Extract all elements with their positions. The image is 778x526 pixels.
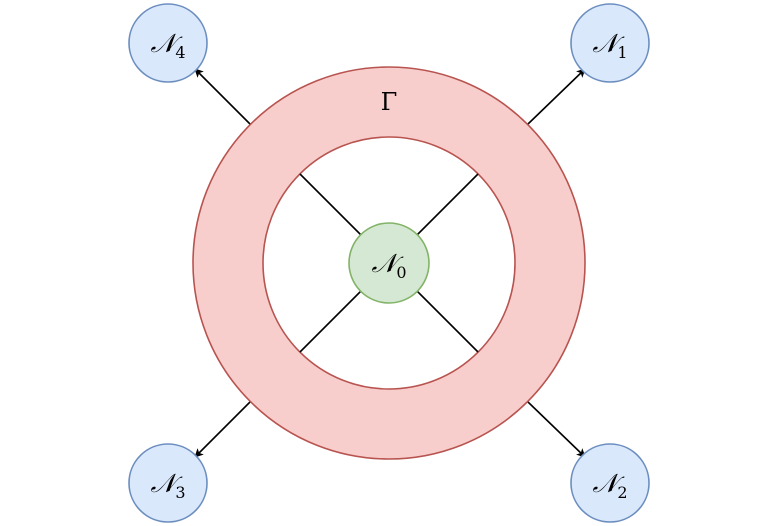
ring-label: Γ xyxy=(381,88,398,116)
node-n1: 𝒩1 xyxy=(570,3,650,83)
node-n4: 𝒩4 xyxy=(128,3,208,83)
edge-to-n1 xyxy=(527,68,586,125)
node-n4-circle xyxy=(128,3,208,83)
node-n3: 𝒩3 xyxy=(128,443,208,523)
spoke-top-left xyxy=(299,173,362,236)
node-n2: 𝒩2 xyxy=(570,443,650,523)
outgoing-edges xyxy=(194,68,586,458)
edge-to-n3 xyxy=(194,401,251,458)
inner-spokes xyxy=(299,173,479,353)
node-n3-circle xyxy=(128,443,208,523)
spoke-top-right xyxy=(416,173,479,236)
edge-to-n4 xyxy=(194,68,251,125)
spoke-bottom-right xyxy=(416,290,479,353)
node-n2-circle xyxy=(570,443,650,523)
spoke-bottom-left xyxy=(299,290,362,353)
node-n0: 𝒩0 xyxy=(348,222,430,304)
node-n1-circle xyxy=(570,3,650,83)
node-n0-circle xyxy=(348,222,430,304)
edge-to-n2 xyxy=(527,401,586,458)
